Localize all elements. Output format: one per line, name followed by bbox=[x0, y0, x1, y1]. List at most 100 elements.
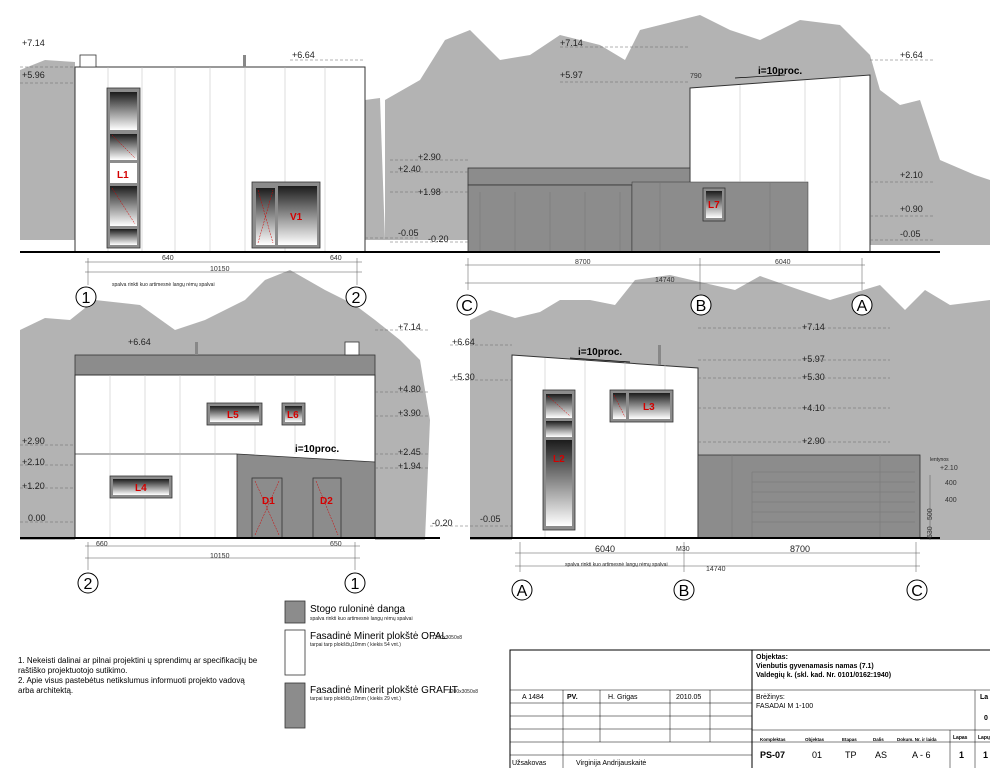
elevation-1: +7.14 +5.96 +6.64 -0.05 L1 V1 640 10150 … bbox=[20, 38, 440, 308]
e2-slope: i=10proc. bbox=[758, 66, 802, 77]
e4-level-2: +5.30 bbox=[452, 372, 475, 382]
e3-slope: i=10proc. bbox=[295, 444, 339, 455]
e4-slope: i=10proc. bbox=[578, 347, 622, 358]
e3-axis-2: 2 bbox=[84, 576, 93, 593]
e3-dim-3: 650 bbox=[330, 541, 342, 548]
e4-level-3: -0.20 bbox=[432, 518, 453, 528]
window-label-L7: L7 bbox=[708, 200, 720, 211]
tree-silhouette-3 bbox=[20, 270, 430, 540]
e4-dim-5: 400 bbox=[945, 480, 957, 487]
e4-level-8: +4.10 bbox=[802, 403, 825, 413]
e2-level-3: +2.90 bbox=[418, 152, 441, 162]
e4-level-9: +2.90 bbox=[802, 436, 825, 446]
objektas-label: Objektas: bbox=[756, 654, 788, 661]
e3-level-2: +2.90 bbox=[22, 436, 45, 446]
window-label-L6: L6 bbox=[287, 410, 299, 421]
e2-level-9: +0.90 bbox=[900, 204, 923, 214]
e1-axis-2: 2 bbox=[352, 290, 361, 307]
tb-lapas-short: La bbox=[980, 694, 988, 701]
e2-dim-4: 14740 bbox=[655, 277, 675, 284]
legend-sub-3: tarpai tarp plokščių10mm ( kiekis 29 vnt… bbox=[310, 696, 401, 702]
e2-level-7: +6.64 bbox=[900, 50, 923, 60]
general-notes: 1. Nekeisti dalinai ar pilnai projektini… bbox=[18, 656, 258, 695]
uzsakovas-value: Virginija Andrijauskaitė bbox=[576, 760, 646, 767]
window-label-L5: L5 bbox=[227, 410, 239, 421]
tb-lapas: 1 bbox=[959, 750, 964, 760]
legend-title-2: Fasadinė Minerit plokštė OPAL bbox=[310, 631, 448, 642]
e2-level-10: -0.05 bbox=[900, 229, 921, 239]
title-block bbox=[509, 649, 990, 768]
tb-header-2: Objektas bbox=[805, 737, 825, 742]
e1-dim-2: 10150 bbox=[210, 266, 230, 273]
note-line-2: raštiško projektuotojo sutikimo. bbox=[18, 666, 127, 675]
window-label-L2: L2 bbox=[553, 454, 565, 465]
legend-title-small-3: 1200x3050x8 bbox=[448, 689, 478, 695]
tree-silhouette-1 bbox=[20, 60, 75, 240]
tb-header-7: Lapų bbox=[978, 735, 990, 741]
e4-small-label: lentynos bbox=[930, 457, 949, 463]
tree-silhouette-4 bbox=[470, 275, 990, 540]
legend-sub-1: spalva rinkti kuo artimesnė langų rėmų s… bbox=[310, 616, 413, 622]
e4-axis-C: C bbox=[911, 583, 923, 600]
e4-level-7: +5.30 bbox=[802, 372, 825, 382]
legend-swatch-grafit bbox=[284, 682, 306, 729]
tb-license: A 1484 bbox=[522, 694, 544, 701]
note-line-3: 2. Apie visus pastebėtus netikslumus inf… bbox=[18, 676, 245, 685]
e2-dim-3: 6040 bbox=[775, 259, 791, 266]
e2-axis-A: A bbox=[857, 298, 868, 315]
tb-header-5: Dokum. Nr. ir laida bbox=[897, 737, 937, 742]
elevation-2: +7.14 +5.97 +2.90 +2.40 +1.98 -0.20 +6.6… bbox=[370, 38, 940, 316]
e1-level-1: +7.14 bbox=[22, 38, 45, 48]
door-label-D1: D1 bbox=[262, 496, 275, 507]
e2-level-4: +2.40 bbox=[398, 164, 421, 174]
e4-level-5: +7.14 bbox=[802, 322, 825, 332]
brezinys-label: Brėžinys: bbox=[756, 694, 785, 701]
e2-dim-1: 790 bbox=[690, 73, 702, 80]
e3-axis-1: 1 bbox=[351, 576, 360, 593]
e4-axis-A: A bbox=[517, 583, 528, 600]
objektas-line-1: Vienbutis gyvenamasis namas (7.1) bbox=[756, 663, 874, 670]
elevation-3: +6.64 +2.90 +2.10 +1.20 0.00 +7.14 +4.80… bbox=[20, 322, 440, 594]
tb-date: 2010.05 bbox=[676, 694, 701, 701]
e4-dim-1: 6040 bbox=[595, 544, 615, 554]
e1-dim-1: 640 bbox=[162, 255, 174, 262]
note-line-4: arba architektą. bbox=[18, 686, 73, 695]
e2-level-6: -0.20 bbox=[428, 234, 449, 244]
legend: Stogo ruloninė danga spalva rinkti kuo a… bbox=[284, 600, 478, 729]
e3-level-1: +6.64 bbox=[128, 337, 151, 347]
window-label-L4: L4 bbox=[135, 483, 147, 494]
brezinys-value: FASADAI M 1-100 bbox=[756, 703, 813, 710]
e1-level-3: +6.64 bbox=[292, 50, 315, 60]
e4-axis-B: B bbox=[679, 583, 690, 600]
tree-silhouette-1b bbox=[365, 98, 385, 240]
tb-author: H. Grigas bbox=[608, 694, 638, 701]
e4-dim-4: 14740 bbox=[706, 566, 726, 573]
elevation-4: +6.64 +5.30 -0.20 -0.05 +7.14 +5.97 +5.3… bbox=[430, 322, 958, 601]
e4-level-10: +2.10 bbox=[940, 465, 958, 472]
legend-title-1: Stogo ruloninė danga bbox=[310, 604, 406, 615]
e4-level-1: +6.64 bbox=[452, 337, 475, 347]
window-label-V1: V1 bbox=[290, 212, 303, 223]
tb-header-4: Dalis bbox=[873, 737, 884, 742]
e3-dim-2: 10150 bbox=[210, 553, 230, 560]
tb-lapas-short-value: 0 bbox=[984, 715, 988, 722]
e4-note: spalva rinkti kuo artimesnė langų rėmų s… bbox=[565, 562, 668, 568]
tb-lapu: 1 bbox=[983, 750, 988, 760]
e4-dim-7: 530 bbox=[927, 526, 934, 538]
e4-dim-3: 8700 bbox=[790, 544, 810, 554]
e4-level-6: +5.97 bbox=[802, 354, 825, 364]
objektas-line-2: Valdegių k. (skl. kad. Nr. 0101/0162:194… bbox=[756, 672, 891, 679]
e2-level-5: +1.98 bbox=[418, 187, 441, 197]
tb-etapas: TP bbox=[845, 750, 857, 760]
legend-title-small-2: 1200x3050x8 bbox=[432, 635, 462, 641]
tb-header-6: Lapas bbox=[953, 735, 968, 741]
tb-header-1: Komplektas bbox=[760, 737, 786, 742]
legend-swatch-opal bbox=[284, 629, 306, 676]
tree-silhouette-2 bbox=[385, 15, 990, 245]
e3-level-6: +7.14 bbox=[398, 322, 421, 332]
e3-level-10: +1.94 bbox=[398, 461, 421, 471]
e1-level-2: +5.96 bbox=[22, 70, 45, 80]
note-line-1: 1. Nekeisti dalinai ar pilnai projektini… bbox=[18, 656, 258, 665]
e1-axis-1: 1 bbox=[82, 290, 91, 307]
